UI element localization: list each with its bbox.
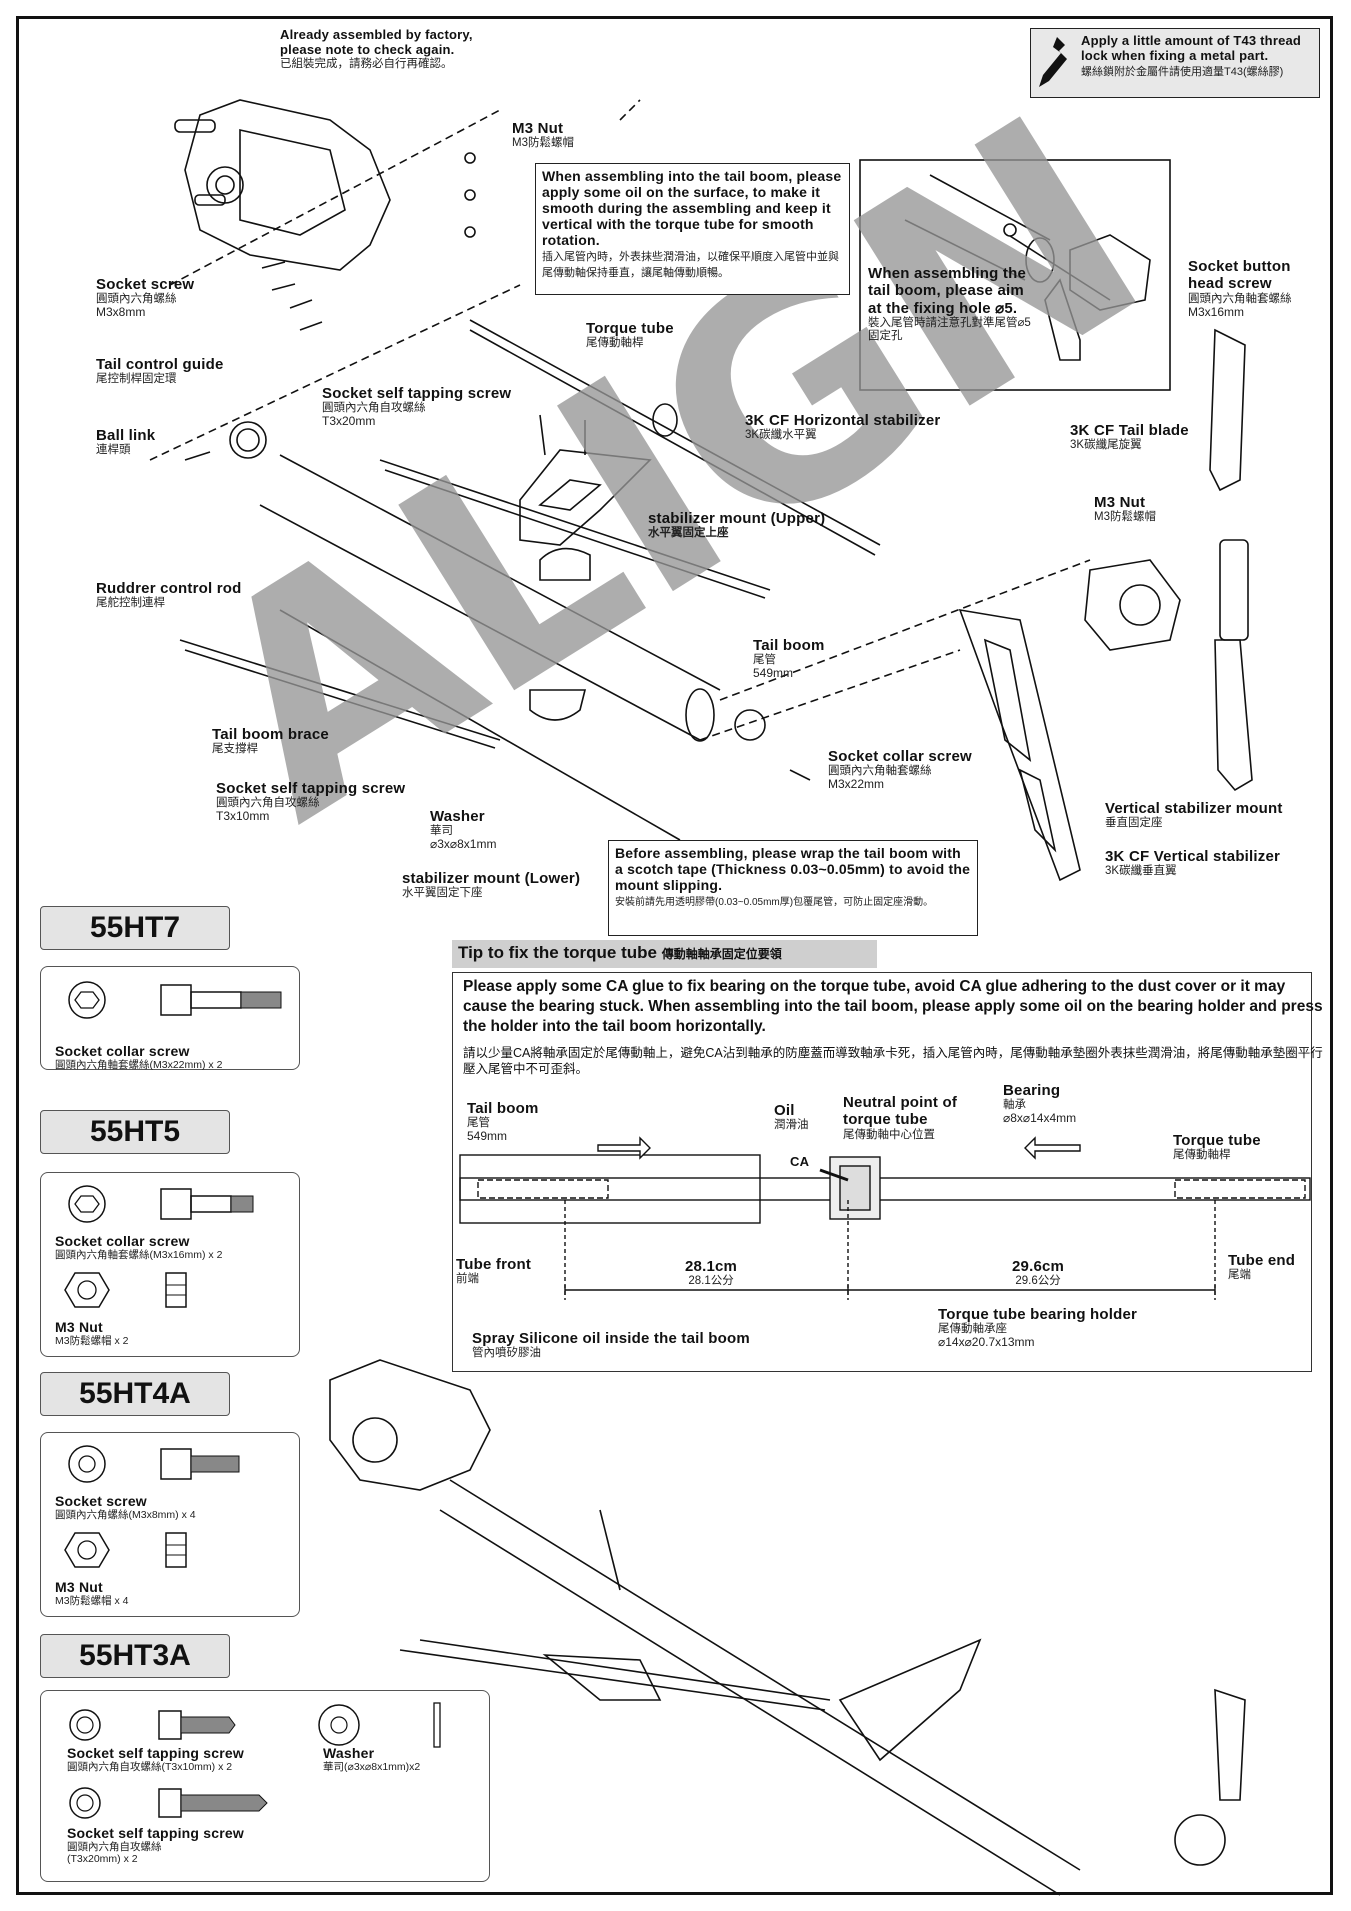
page-border [16, 16, 1333, 1895]
rudder-rod-drawing [279, 609, 681, 841]
part-code-55ht7: 55HT7 [40, 906, 230, 950]
tail-blade-upper [1209, 328, 1246, 492]
torque-tube-tip-drawing [459, 1136, 1311, 1300]
tail-boom-drawing [259, 454, 721, 741]
vertical-stabilizer-drawing [958, 608, 1081, 882]
tip-label-ca: CA [790, 1154, 810, 1169]
socket-screw-icon [68, 1445, 240, 1483]
tip-paragraph-zh: 請以少量CA將軸承固定於尾傳動軸上，避免CA沾到軸承的防塵蓋而導致軸承卡死，插入… [463, 1046, 1323, 1077]
m3-nuts-top [464, 152, 476, 238]
self-tapping-screw-long-icon [69, 1787, 268, 1819]
part-code-55ht4a: 55HT4A [40, 1372, 230, 1416]
stabilizer-mount-lower [529, 689, 587, 721]
tip-box: Please apply some CA glue to fix bearing… [452, 972, 1323, 1372]
thread-lock-note: Apply a little amount of T43 thread lock… [1030, 28, 1320, 98]
fixing-hole-note: When assembling the tail boom, please ai… [868, 265, 1031, 342]
collar-ring [734, 709, 766, 741]
tail-blade-lower [1214, 639, 1253, 792]
nut-icon [64, 1272, 187, 1308]
self-tapping-screw-icon [69, 1702, 441, 1748]
oil-note: When assembling into the tail boom, plea… [535, 163, 850, 295]
factory-note: Already assembled by factory, please not… [280, 27, 473, 70]
tail-boom-brace-drawing [179, 639, 501, 749]
tip-title-bar: Tip to fix the torque tube 傳動軸軸承固定位要領 [452, 940, 877, 968]
tail-control-guide-drawing [229, 421, 267, 459]
tape-note: Before assembling, please wrap the tail … [608, 840, 978, 936]
label-stabilizer-mount-upper: stabilizer mount (Upper)水平翼固定上座 [648, 510, 826, 540]
nut-icon [64, 1532, 187, 1568]
label-stabilizer-mount-lower: stabilizer mount (Lower)水平翼固定下座 [402, 870, 581, 900]
part-code-55ht3a: 55HT3A [40, 1634, 230, 1678]
tip-paragraph-en: Please apply some CA glue to fix bearing… [463, 978, 1323, 1036]
tail-case-drawing [184, 99, 391, 271]
rod-upper [379, 459, 771, 599]
horizontal-stabilizer-drawing [519, 449, 652, 546]
assembled-tail-boom [439, 1479, 1081, 1896]
assembled-frame-drawing [329, 1359, 491, 1491]
collar-screw-icon [68, 1185, 254, 1223]
stabilizer-mount-upper [539, 547, 591, 581]
bearing-drawing [839, 1165, 871, 1211]
assembled-tail-blade [1214, 1688, 1246, 1801]
collar-screw-icon [68, 981, 282, 1019]
thread-lock-bottle-icon [1039, 37, 1067, 87]
torque-tube-drawing [469, 319, 881, 556]
tail-gearbox-drawing [1084, 559, 1181, 651]
part-code-55ht5: 55HT5 [40, 1110, 230, 1154]
socket-screws-top [261, 261, 323, 331]
